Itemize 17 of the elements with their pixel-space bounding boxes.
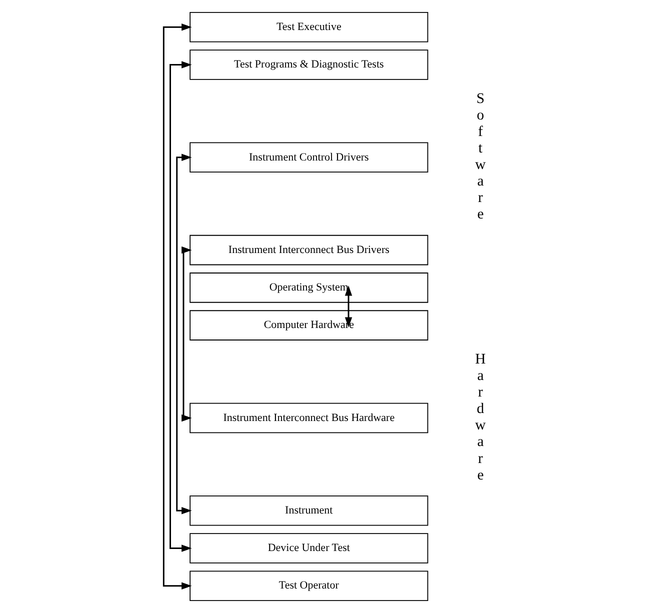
node-box: Test Operator <box>189 570 428 602</box>
node-box: Instrument Interconnect Bus Drivers <box>189 234 428 266</box>
node-box: Instrument Interconnect Bus Hardware <box>189 402 428 434</box>
arrow <box>169 61 192 552</box>
node-box: Operating System <box>189 272 428 303</box>
node-box: Instrument Control Drivers <box>189 142 428 173</box>
arrow <box>344 285 352 328</box>
label: Software <box>474 91 486 223</box>
node-box: Instrument <box>189 496 428 526</box>
arrow <box>181 246 192 422</box>
node-box: Test Executive <box>189 12 428 42</box>
node-box: Device Under Test <box>189 533 428 564</box>
arrow <box>176 154 192 514</box>
arrow <box>162 24 192 590</box>
label: Hardware <box>474 352 486 484</box>
node-box: Test Programs & Diagnostic Tests <box>189 50 428 80</box>
node-box: Computer Hardware <box>189 310 428 340</box>
